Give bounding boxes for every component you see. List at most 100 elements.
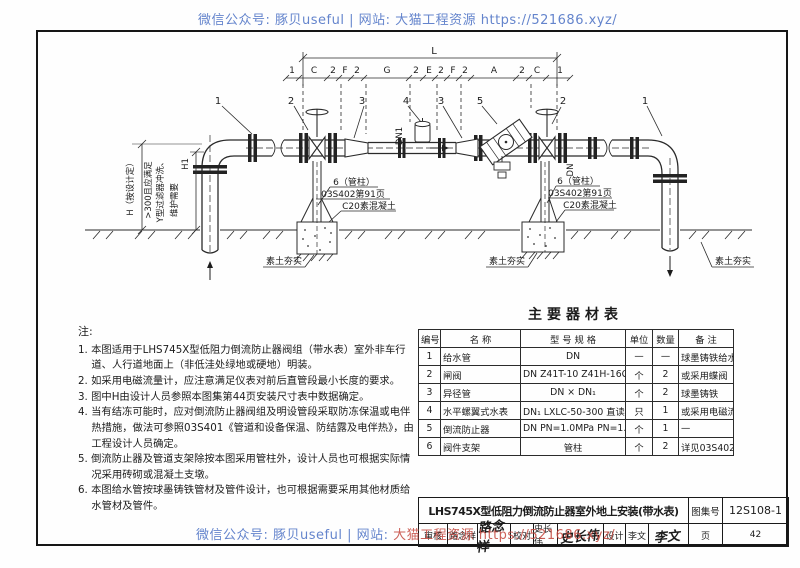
dim-seg-9: F xyxy=(450,66,455,76)
col-header-spec: 型 号 规 格 xyxy=(520,329,626,348)
callout-3b: 3 xyxy=(438,96,444,107)
dim-seg-13: C xyxy=(534,66,540,76)
gate-valve-2 xyxy=(535,108,559,161)
cell: 详见03S402第91页 xyxy=(678,437,734,456)
reducer-2 xyxy=(455,138,479,158)
materials-table-title: 主要器材表 xyxy=(528,307,623,323)
atlas-no-value: 12S108-1 xyxy=(723,498,789,524)
pipe-centerlines xyxy=(209,135,671,252)
callout-2b: 2 xyxy=(560,96,566,107)
ground-line xyxy=(85,229,752,240)
segment-dim-labels: 1 C 2 F 2 G 2 E 2 F 2 A 2 C 1 xyxy=(289,66,563,76)
cell: 6 xyxy=(418,437,441,456)
dim-seg-2: 2 xyxy=(330,66,336,76)
callout-leaders xyxy=(221,105,663,139)
table-row: 1 给水管 DN — — 球墨铸铁给水管 xyxy=(418,347,734,366)
col-header-qty: 数量 xyxy=(652,329,679,348)
callout-5: 5 xyxy=(477,96,483,107)
callout-2: 2 xyxy=(288,96,294,107)
table-row: 3 异径管 DN × DN₁ 个 2 球墨铸铁 xyxy=(418,383,734,402)
dim-clearance-3: 维护需要 xyxy=(169,183,180,218)
reviewer-name: 路念祥 xyxy=(448,524,478,547)
checker-label: 校对 xyxy=(511,524,534,547)
designer-label: 设计 xyxy=(604,524,626,547)
dim-seg-0: 1 xyxy=(289,66,295,76)
cell: 个 xyxy=(625,365,653,384)
table-row: 2 闸阀 DN Z41T-10 Z41H-16C 个 2 或采用蝶阀 xyxy=(418,365,734,384)
dim-seg-12: 2 xyxy=(519,66,525,76)
cell: 或采用蝶阀 xyxy=(678,365,734,384)
sheet-title: LHS745X型低阻力倒流防止器室外地上安装(带水表) xyxy=(419,498,689,524)
cell: — xyxy=(625,347,653,366)
cell: 管柱 xyxy=(520,437,626,456)
pipe-label-dn: DN xyxy=(566,164,576,177)
gate-valve-1 xyxy=(305,108,329,161)
col-header-name: 名 称 xyxy=(440,329,521,348)
title-block: LHS745X型低阻力倒流防止器室外地上安装(带水表) 图集号 12S108-1… xyxy=(418,497,789,556)
callout-1b: 1 xyxy=(642,96,648,107)
cell: 水平螺翼式水表 xyxy=(440,401,521,420)
cell: 1 xyxy=(652,419,679,438)
materials-table: 编号 名 称 型 号 规 格 单位 数量 备 注 1 给水管 DN — — 球墨… xyxy=(418,329,734,456)
cell: 2 xyxy=(652,365,679,384)
cell: 5 xyxy=(418,419,441,438)
dim-seg-1: C xyxy=(311,66,317,76)
cell: 个 xyxy=(625,419,653,438)
cell: 球墨铸铁给水管 xyxy=(678,347,734,366)
water-meter xyxy=(414,118,431,143)
support-note-a-1: 6（管柱） xyxy=(333,176,375,188)
cell: 给水管 xyxy=(440,347,521,366)
cell: 球墨铸铁 xyxy=(678,383,734,402)
cell: DN Z41T-10 Z41H-16C xyxy=(520,365,626,384)
reviewer-signature: 路念祥 xyxy=(476,519,511,556)
designer-name: 李文 xyxy=(626,524,649,547)
col-header-no: 编号 xyxy=(418,329,441,348)
col-header-remark: 备 注 xyxy=(678,329,734,348)
cell: 2 xyxy=(418,365,441,384)
table-row: 4 水平螺翼式水表 DN₁ LXLC-50-300 直读式或远传式 只 1 或采… xyxy=(418,401,734,420)
callout-labels: 1 2 3 4 3 5 2 1 xyxy=(215,96,648,107)
soil-label-leaders xyxy=(263,241,754,268)
cell: 2 xyxy=(652,383,679,402)
footing-concrete-dots xyxy=(302,227,556,251)
cell: DN₁ LXLC-50-300 直读式或远传式 xyxy=(520,401,626,420)
dim-seg-8: 2 xyxy=(438,66,444,76)
support-note-leaders xyxy=(316,185,614,223)
cell: 个 xyxy=(625,437,653,456)
cell: DN xyxy=(520,347,626,366)
dim-seg-4: 2 xyxy=(354,66,360,76)
dim-seg-10: 2 xyxy=(462,66,468,76)
cell: 闸阀 xyxy=(440,365,521,384)
table-row: 5 倒流防止器 DN PN=1.0MPa PN=1.6MPa 个 1 — xyxy=(418,419,734,438)
reducer-1 xyxy=(344,138,369,158)
dim-seg-3: F xyxy=(342,66,347,76)
cell: DN × DN₁ xyxy=(520,383,626,402)
callout-4: 4 xyxy=(403,96,409,107)
checker-signature: 史长伟 xyxy=(558,524,604,547)
cell: 阀件支架 xyxy=(440,437,521,456)
segment-dimension-line xyxy=(282,74,574,134)
cell: 2 xyxy=(652,437,679,456)
soil-label-1: 素土夯实 xyxy=(266,255,302,267)
note-item-4: 4. 当有结冻可能时，应对倒流防止器阀组及明设管段采取防冻保温或电伴热措施，做法… xyxy=(78,406,414,450)
support-note-b-1: 6（管柱） xyxy=(557,175,599,187)
materials-table-section: 主要器材表 编号 名 称 型 号 规 格 单位 数量 备 注 1 给水管 DN … xyxy=(418,304,734,456)
cell: — xyxy=(652,347,679,366)
cell: 3 xyxy=(418,383,441,402)
soil-label-3: 素土夯实 xyxy=(715,255,751,267)
cell: 异径管 xyxy=(440,383,521,402)
table-row: 6 阀件支架 管柱 个 2 详见03S402第91页 xyxy=(418,437,734,456)
dim-clearance-1: >300且应满足 xyxy=(143,161,154,219)
sheet-frame xyxy=(36,30,788,546)
support-note-a: 6（管柱） 03S402第91页 C20素混凝土 xyxy=(321,176,396,212)
callout-1: 1 xyxy=(215,96,221,107)
dim-seg-5: G xyxy=(384,66,391,76)
signature-text: 史长伟 xyxy=(559,527,601,547)
cell: 1 xyxy=(652,401,679,420)
dim-seg-7: E xyxy=(426,66,432,76)
reviewer-label: 审核 xyxy=(419,524,448,547)
col-header-unit: 单位 xyxy=(625,329,653,348)
cell: DN PN=1.0MPa PN=1.6MPa xyxy=(520,419,626,438)
